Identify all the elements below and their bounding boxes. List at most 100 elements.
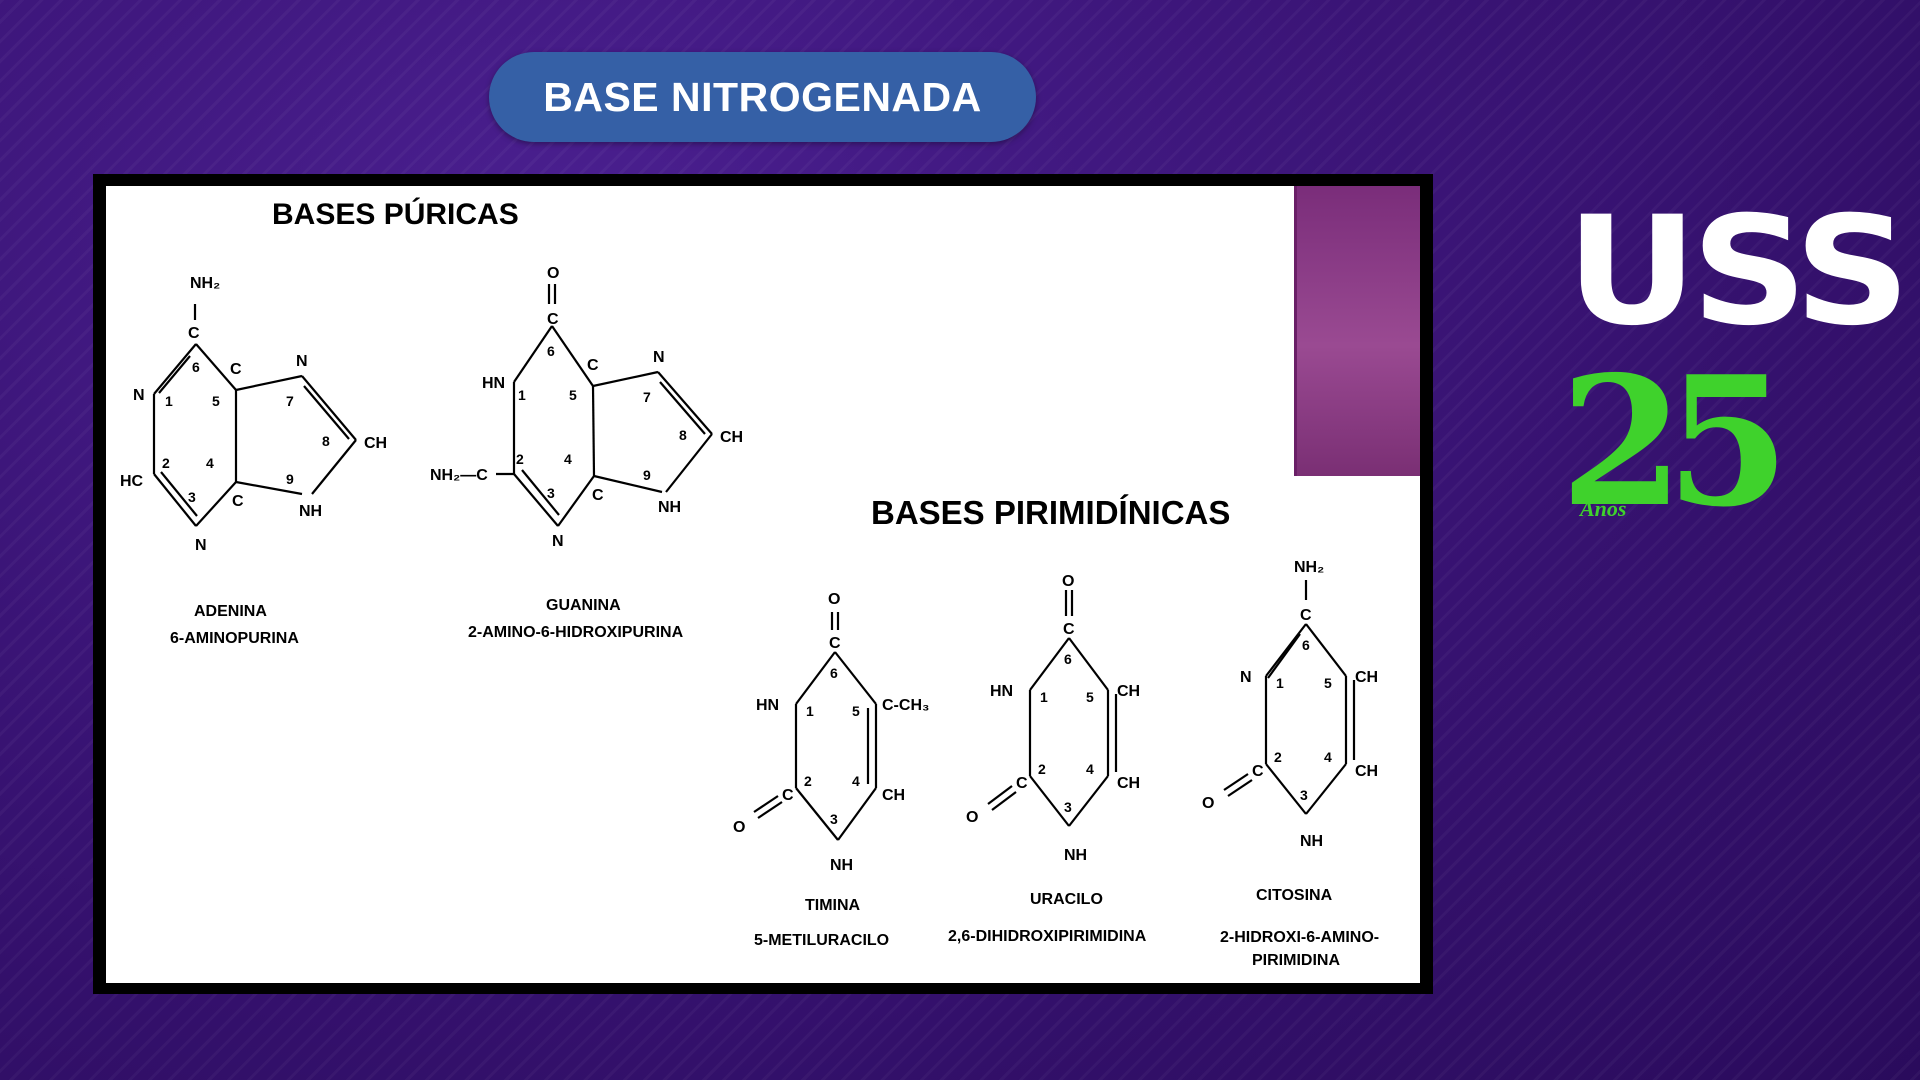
slide-title-pill: BASE NITROGENADA (489, 52, 1036, 142)
svg-text:CH: CH (1355, 763, 1378, 780)
figure-panel: BASES PÚRICAS BASES PIRIMIDÍNICAS NH₂ C … (106, 186, 1420, 983)
svg-text:5: 5 (852, 703, 860, 719)
purine-heading: BASES PÚRICAS (272, 197, 519, 231)
svg-text:4: 4 (206, 455, 214, 471)
svg-text:4: 4 (564, 451, 572, 467)
svg-text:8: 8 (322, 433, 330, 449)
svg-text:O: O (1062, 573, 1074, 590)
thymine-name: TIMINA (805, 897, 861, 914)
adenine-ring-numbers: 6 1 5 2 4 3 7 8 9 (162, 359, 330, 505)
guanine-subtitle: 2-AMINO-6-HIDROXIPURINA (468, 624, 684, 641)
adenine-subtitle: 6-AMINOPURINA (170, 630, 299, 647)
guanine-name: GUANINA (546, 597, 621, 614)
svg-text:1: 1 (1040, 689, 1048, 705)
svg-text:2: 2 (1038, 761, 1046, 777)
svg-text:N: N (195, 537, 207, 554)
svg-text:NH₂: NH₂ (190, 275, 220, 292)
svg-text:N: N (1240, 669, 1252, 686)
guanine-ring-numbers: 6 1 5 2 4 3 7 8 9 (516, 343, 687, 501)
svg-text:NH: NH (299, 503, 322, 520)
svg-text:C-CH₃: C-CH₃ (882, 697, 929, 714)
svg-text:CH: CH (1117, 683, 1140, 700)
uracil-ring-numbers: 6 1 5 2 4 3 (1038, 651, 1094, 815)
svg-text:O: O (733, 819, 745, 836)
svg-text:5: 5 (1324, 675, 1332, 691)
svg-text:C: C (188, 325, 200, 342)
svg-text:3: 3 (1064, 799, 1072, 815)
svg-text:NH: NH (830, 857, 853, 874)
svg-text:NH₂: NH₂ (1294, 559, 1324, 576)
uracil-subtitle: 2,6-DIHIDROXIPIRIMIDINA (948, 928, 1147, 945)
svg-text:3: 3 (830, 811, 838, 827)
svg-text:O: O (966, 809, 978, 826)
svg-text:N: N (653, 349, 665, 366)
svg-text:3: 3 (1300, 787, 1308, 803)
svg-text:C: C (592, 487, 604, 504)
svg-text:NH: NH (1064, 847, 1087, 864)
svg-text:7: 7 (286, 393, 294, 409)
svg-text:C: C (1252, 763, 1264, 780)
svg-text:N: N (552, 533, 564, 550)
svg-text:CH: CH (720, 429, 743, 446)
svg-text:C: C (230, 361, 242, 378)
cytosine-subtitle-line1: 2-HIDROXI-6-AMINO- (1220, 929, 1379, 946)
svg-text:6: 6 (1064, 651, 1072, 667)
cytosine-structure (1223, 580, 1356, 815)
svg-text:1: 1 (165, 393, 173, 409)
anniversary-logo: 25 Años (1560, 342, 1790, 552)
svg-text:C: C (1300, 607, 1312, 624)
svg-text:C: C (829, 635, 841, 652)
uss-logo: USS (1566, 185, 1911, 359)
svg-text:9: 9 (643, 467, 651, 483)
anniversary-word: Años (1580, 496, 1627, 521)
svg-text:7: 7 (643, 389, 651, 405)
svg-text:CH: CH (882, 787, 905, 804)
svg-text:NH₂—C: NH₂—C (430, 467, 488, 484)
thymine-structure (753, 612, 878, 841)
cytosine-subtitle-line2: PIRIMIDINA (1252, 952, 1340, 969)
svg-text:C: C (232, 493, 244, 510)
adenine-labels: NH₂ C C N N CH HC C NH N (120, 275, 387, 554)
svg-text:6: 6 (192, 359, 200, 375)
anniversary-number: 25 (1560, 337, 1790, 546)
thymine-subtitle: 5-METILURACILO (754, 932, 889, 949)
panel-accent-block (1294, 186, 1420, 476)
svg-text:NH: NH (1300, 833, 1323, 850)
svg-text:3: 3 (547, 485, 555, 501)
svg-text:N: N (296, 353, 308, 370)
svg-text:6: 6 (547, 343, 555, 359)
svg-text:2: 2 (1274, 749, 1282, 765)
svg-text:CH: CH (1117, 775, 1140, 792)
adenine-name: ADENINA (194, 603, 267, 620)
uracil-name: URACILO (1030, 891, 1103, 908)
svg-text:C: C (587, 357, 599, 374)
svg-text:C: C (547, 311, 559, 328)
svg-text:8: 8 (679, 427, 687, 443)
cytosine-labels: NH₂ C N CH C CH O NH (1202, 559, 1378, 850)
adenine-structure (152, 304, 357, 527)
svg-text:5: 5 (569, 387, 577, 403)
slide-title: BASE NITROGENADA (543, 73, 982, 120)
svg-text:O: O (1202, 795, 1214, 812)
svg-text:6: 6 (830, 665, 838, 681)
svg-text:9: 9 (286, 471, 294, 487)
panel-accent-edge (1294, 186, 1297, 476)
svg-text:C: C (1063, 621, 1075, 638)
svg-text:5: 5 (212, 393, 220, 409)
pyrimidine-heading: BASES PIRIMIDÍNICAS (871, 494, 1230, 531)
svg-text:3: 3 (188, 489, 196, 505)
svg-text:4: 4 (1086, 761, 1094, 777)
svg-text:NH: NH (658, 499, 681, 516)
svg-text:1: 1 (1276, 675, 1284, 691)
uracil-labels: O C HN CH C CH O NH (966, 573, 1140, 864)
thymine-labels: O C HN C-CH₃ C CH O NH (733, 591, 929, 874)
thymine-ring-numbers: 6 1 5 2 4 3 (804, 665, 860, 827)
svg-text:HN: HN (990, 683, 1013, 700)
svg-text:2: 2 (516, 451, 524, 467)
guanine-labels: O C C N HN CH NH₂—C C NH N (430, 265, 743, 550)
svg-text:C: C (1016, 775, 1028, 792)
svg-text:CH: CH (1355, 669, 1378, 686)
svg-text:1: 1 (806, 703, 814, 719)
svg-text:O: O (547, 265, 559, 282)
uracil-structure (987, 590, 1118, 827)
